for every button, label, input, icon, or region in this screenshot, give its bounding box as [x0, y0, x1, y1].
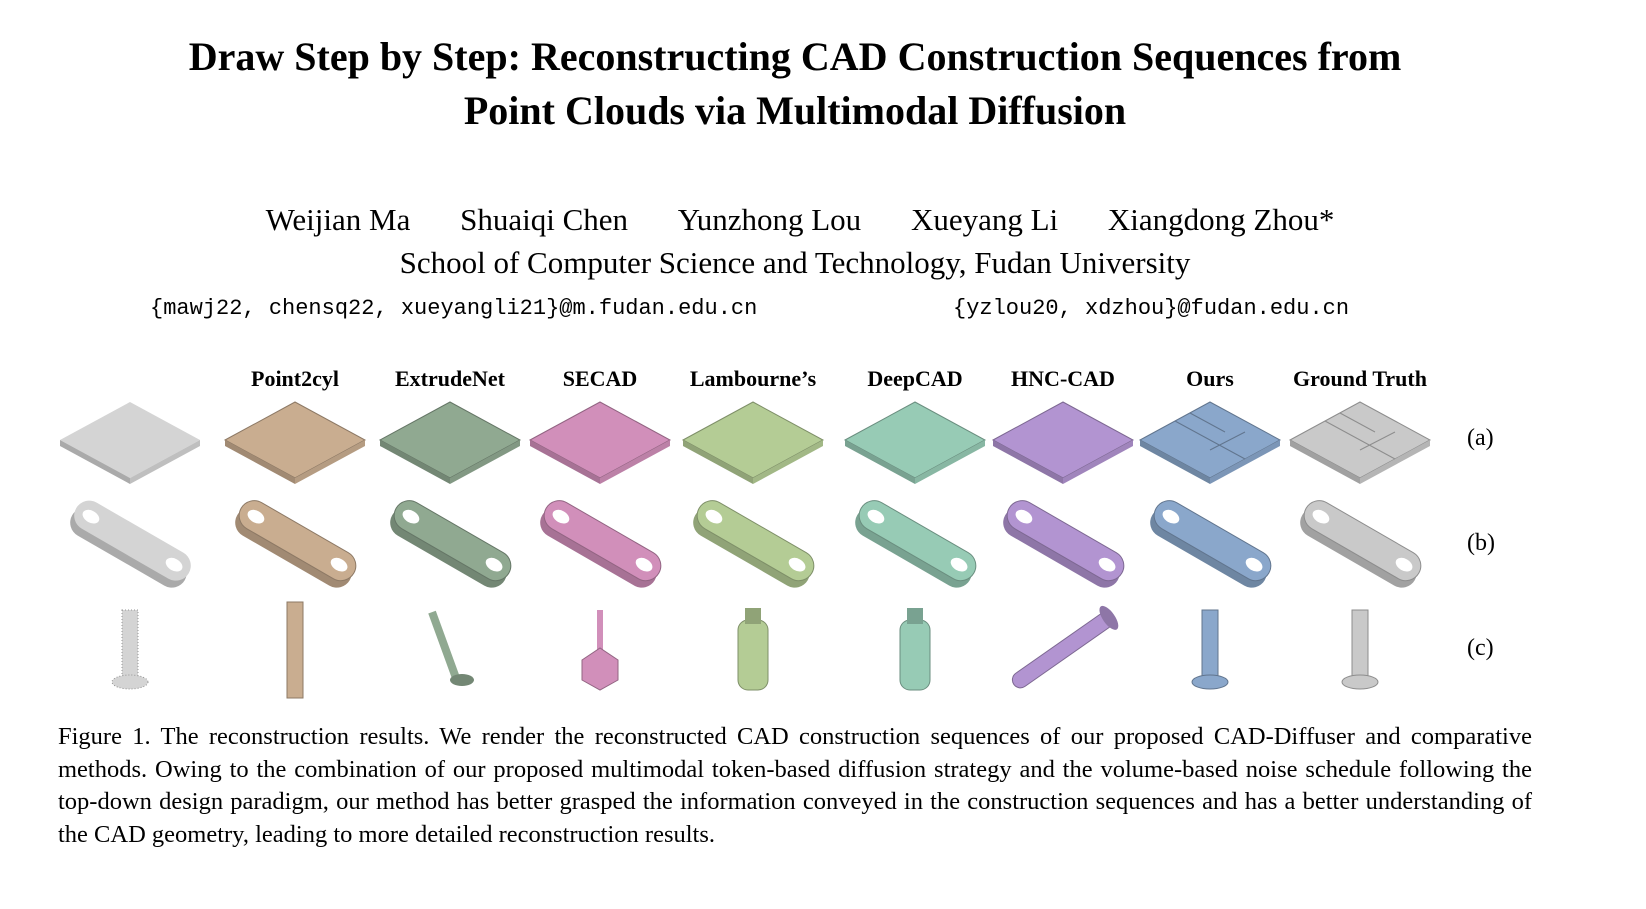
author: Xueyang Li — [910, 202, 1059, 237]
column-header: HNC-CAD — [1011, 366, 1115, 391]
reconstruction-row-b — [215, 495, 375, 595]
reconstruction-row-b — [1280, 495, 1440, 595]
author: Yunzhong Lou — [677, 202, 862, 237]
reconstruction-row-c — [370, 600, 530, 700]
column-header: DeepCAD — [867, 366, 963, 391]
column-header: Ours — [1186, 366, 1234, 391]
reconstruction-row-c — [835, 600, 995, 700]
reconstruction-row-b — [983, 495, 1143, 595]
author: Shuaiqi Chen — [460, 202, 629, 237]
reconstruction-row-c — [673, 600, 833, 700]
reconstruction-row-a — [1130, 390, 1290, 490]
point-cloud-input-row-b — [50, 495, 210, 595]
column-header: ExtrudeNet — [395, 366, 505, 391]
column-header: Ground Truth — [1293, 366, 1427, 391]
reconstruction-row-b — [673, 495, 833, 595]
author-list: Weijian Ma Shuaiqi Chen Yunzhong Lou Xue… — [0, 202, 1600, 238]
affiliation: School of Computer Science and Technolog… — [399, 245, 1191, 280]
reconstruction-row-a — [673, 390, 833, 490]
reconstruction-row-c — [1130, 600, 1290, 700]
reconstruction-row-b — [370, 495, 530, 595]
reconstruction-row-c — [215, 600, 375, 700]
reconstruction-row-b — [1130, 495, 1290, 595]
reconstruction-row-c — [520, 600, 680, 700]
row-label: (c) — [1467, 635, 1494, 661]
reconstruction-row-b — [835, 495, 995, 595]
paper-title-line-1: Draw Step by Step: Reconstructing CAD Co… — [188, 34, 1402, 79]
author: Xiangdong Zhou* — [1107, 202, 1335, 237]
point-cloud-input-row-a — [50, 390, 210, 490]
column-header: Lambourne’s — [689, 366, 817, 391]
reconstruction-row-a — [215, 390, 375, 490]
figure-caption: Figure 1. The reconstruction results. We… — [58, 723, 1532, 848]
reconstruction-row-a — [1280, 390, 1440, 490]
column-header: SECAD — [562, 366, 638, 391]
row-label: (a) — [1467, 425, 1494, 451]
reconstruction-row-a — [983, 390, 1143, 490]
reconstruction-row-c — [983, 600, 1143, 700]
row-label: (b) — [1467, 530, 1495, 556]
point-cloud-input-row-c — [50, 600, 210, 700]
column-header: Point2cyl — [251, 366, 339, 391]
reconstruction-row-b — [520, 495, 680, 595]
author: Weijian Ma — [265, 202, 411, 237]
paper-title-line-2: Point Clouds via Multimodal Diffusion — [463, 88, 1127, 133]
reconstruction-row-c — [1280, 600, 1440, 700]
reconstruction-row-a — [520, 390, 680, 490]
email-group: {yzlou20, xdzhou}@fudan.edu.cn — [953, 296, 1350, 321]
email-group: {mawj22, chensq22, xueyangli21}@m.fudan.… — [150, 296, 758, 321]
reconstruction-row-a — [835, 390, 995, 490]
reconstruction-row-a — [370, 390, 530, 490]
